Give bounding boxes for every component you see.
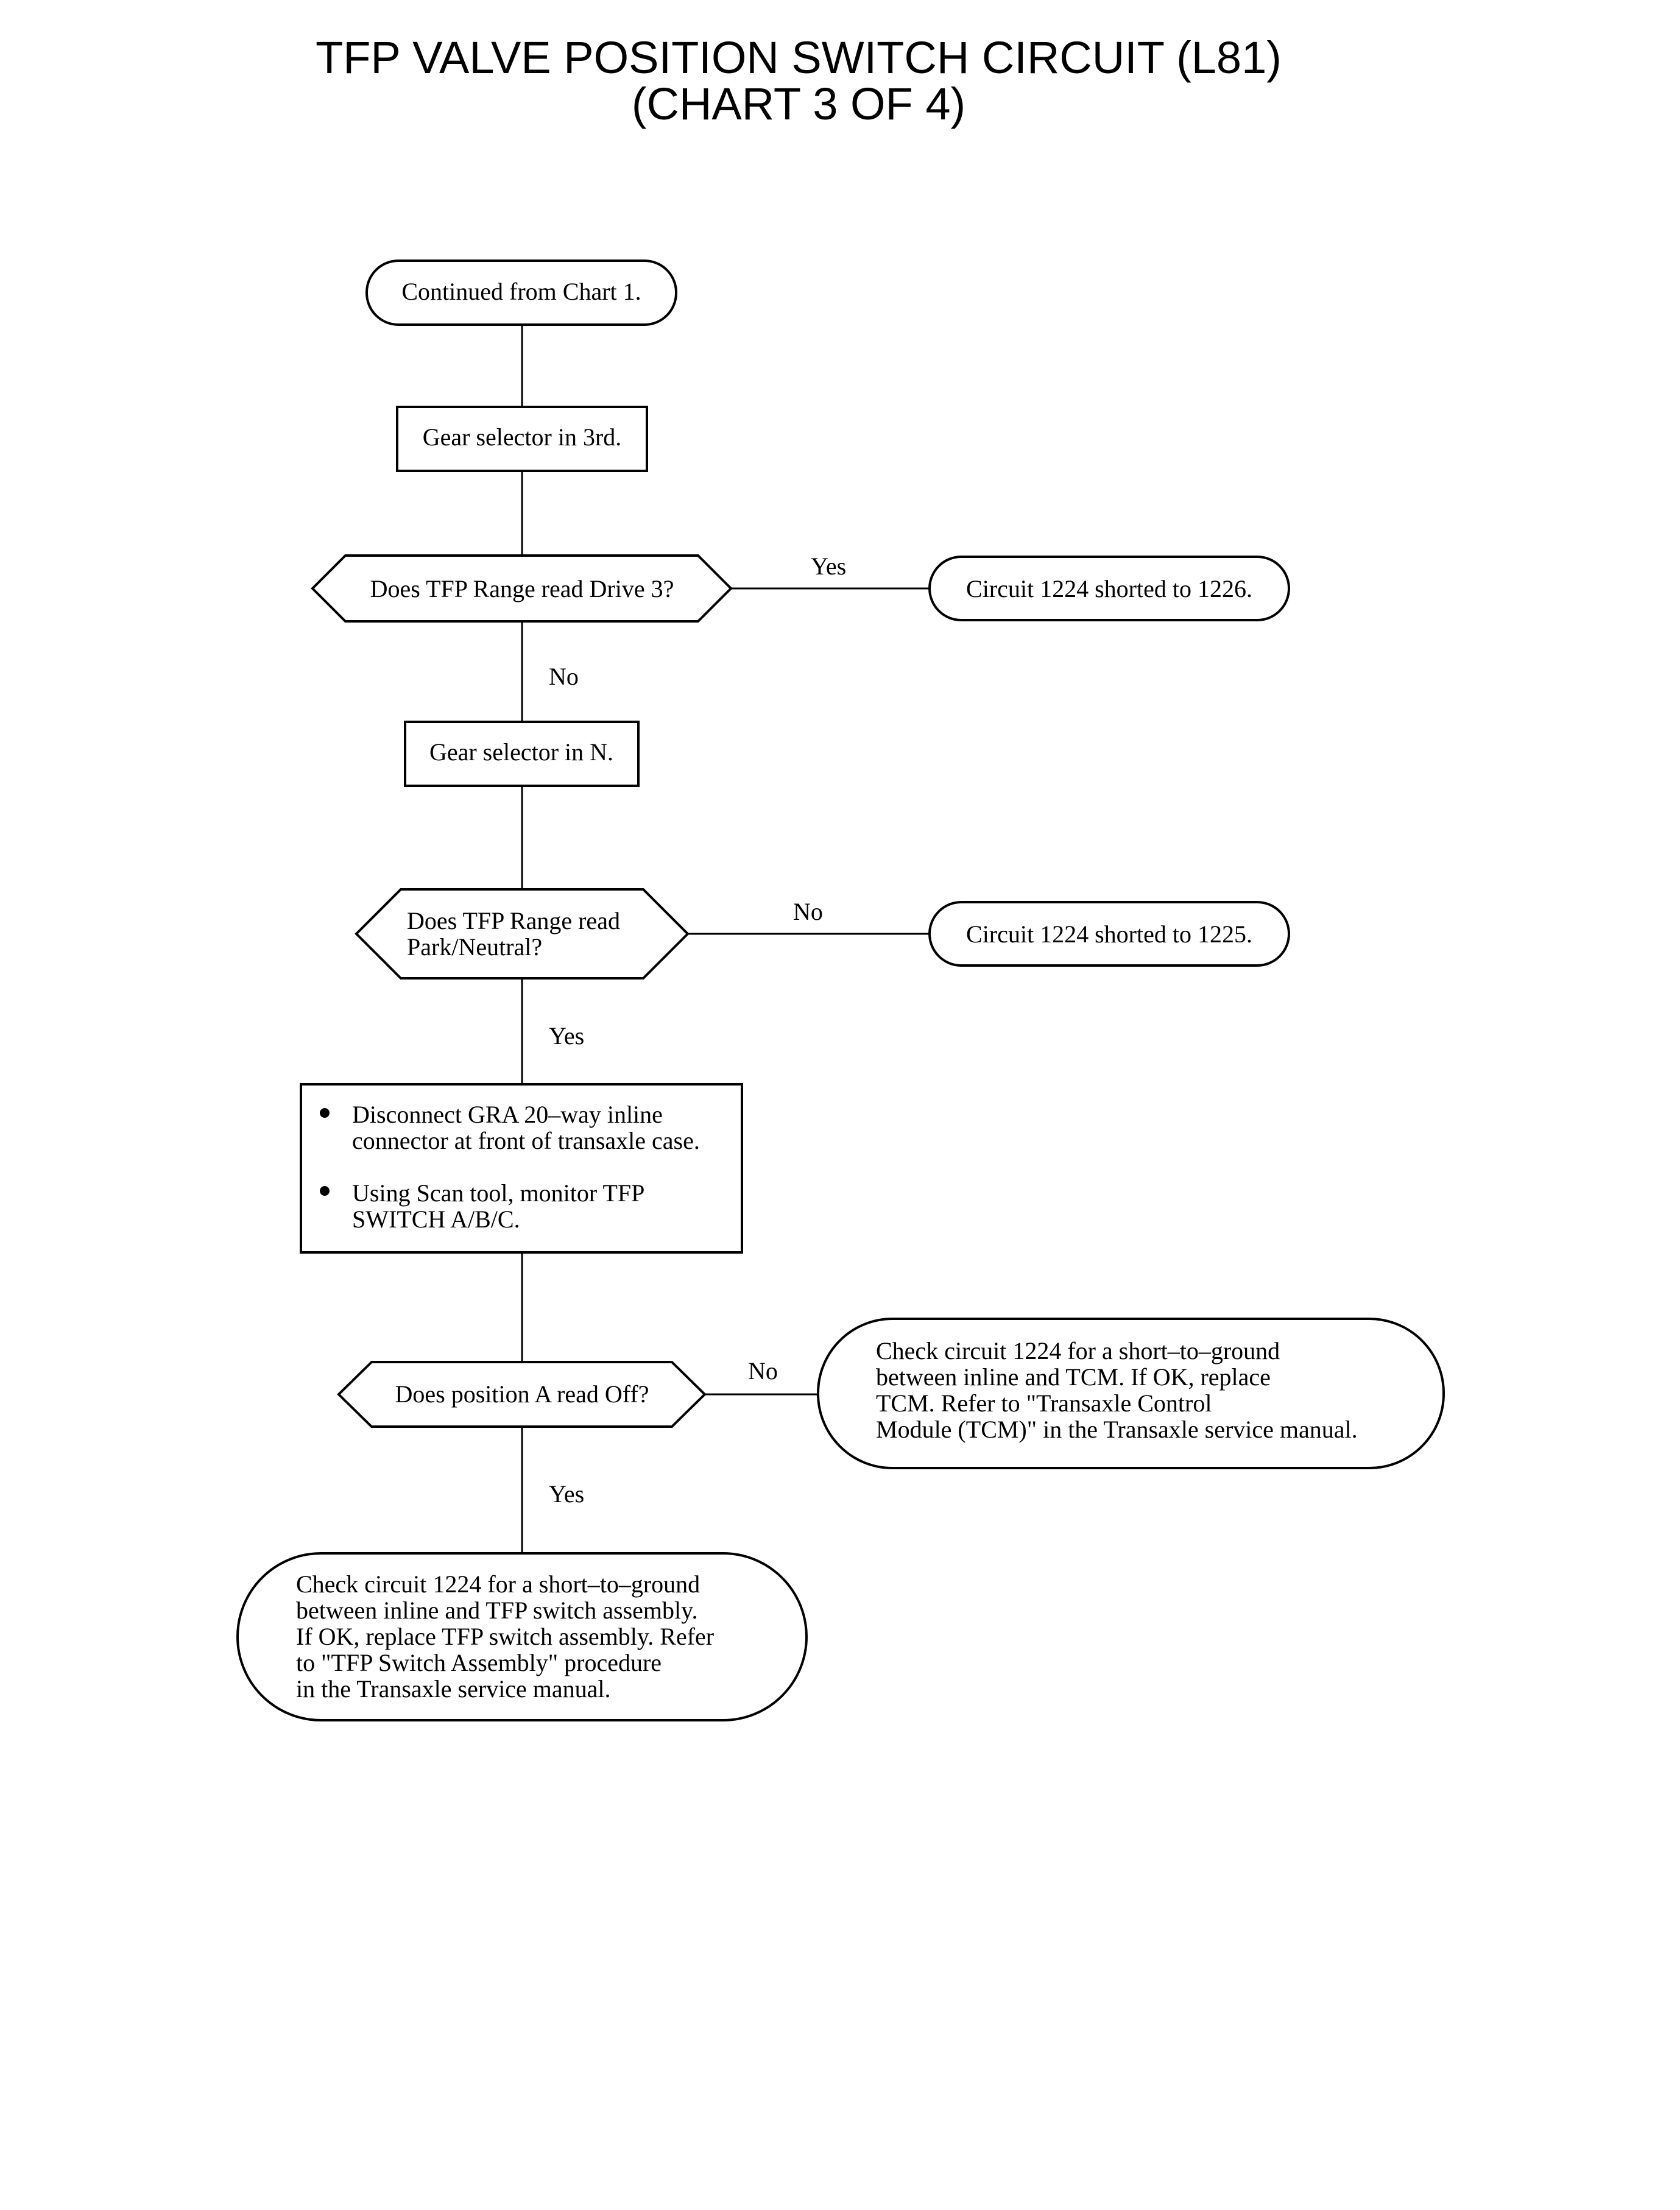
steps-box: Disconnect GRA 20–way inline connector a…	[300, 1083, 743, 1254]
posA-decision-text: Does position A read Off?	[395, 1380, 649, 1408]
result-switch-line4: to "TFP Switch Assembly" procedure	[296, 1649, 662, 1676]
result-switch-assembly: Check circuit 1224 for a short–to–ground…	[236, 1552, 808, 1721]
park-decision-line2: Park/Neutral?	[407, 933, 542, 961]
gear3-box: Gear selector in 3rd.	[396, 406, 648, 472]
steps-bullet1-line2: connector at front of transaxle case.	[352, 1127, 700, 1154]
result-tcm-line4: Module (TCM)" in the Transaxle service m…	[876, 1416, 1358, 1443]
steps-bullet2-line2: SWITCH A/B/C.	[352, 1206, 520, 1233]
bullet-icon	[320, 1186, 330, 1196]
connectors	[521, 325, 930, 1553]
result-1225: Circuit 1224 shorted to 1225.	[928, 901, 1290, 967]
gear3-box-text: Gear selector in 3rd.	[423, 423, 622, 451]
park-decision-line1: Does TFP Range read	[407, 907, 620, 934]
result-tcm-line2: between inline and TCM. If OK, replace	[876, 1363, 1271, 1391]
edge-label-drive3-yes: Yes	[811, 552, 846, 580]
drive3-decision-text: Does TFP Range read Drive 3?	[370, 575, 674, 602]
edge-label-park-yes: Yes	[549, 1022, 584, 1050]
steps-bullet1-line1: Disconnect GRA 20–way inline	[352, 1101, 663, 1128]
edge-label-park-no: No	[793, 898, 823, 925]
start-node: Continued from Chart 1.	[365, 259, 677, 326]
edge-label-posA-yes: Yes	[549, 1480, 584, 1508]
result-switch-line2: between inline and TFP switch assembly.	[296, 1597, 698, 1624]
result-tcm-line3: TCM. Refer to "Transaxle Control	[876, 1389, 1212, 1417]
result-1226: Circuit 1224 shorted to 1226.	[928, 556, 1290, 621]
result-1225-text: Circuit 1224 shorted to 1225.	[966, 920, 1252, 948]
result-tcm-line1: Check circuit 1224 for a short–to–ground	[876, 1337, 1280, 1364]
result-1226-text: Circuit 1224 shorted to 1226.	[966, 575, 1252, 602]
steps-bullet2-line1: Using Scan tool, monitor TFP	[352, 1179, 644, 1207]
drive3-decision: Does TFP Range read Drive 3?	[311, 554, 733, 623]
edge-label-drive3-no: No	[549, 663, 579, 690]
chart-title: TFP VALVE POSITION SWITCH CIRCUIT (L81)	[316, 32, 1282, 83]
result-switch-line5: in the Transaxle service manual.	[296, 1675, 611, 1703]
result-switch-line3: If OK, replace TFP switch assembly. Refe…	[296, 1623, 714, 1650]
gearN-box-text: Gear selector in N.	[429, 738, 613, 766]
start-node-text: Continued from Chart 1.	[401, 278, 641, 305]
posA-decision: Does position A read Off?	[337, 1361, 707, 1428]
result-tcm: Check circuit 1224 for a short–to–ground…	[817, 1318, 1445, 1469]
gearN-box: Gear selector in N.	[404, 721, 640, 787]
park-decision: Does TFP Range read Park/Neutral?	[355, 888, 690, 980]
result-switch-line1: Check circuit 1224 for a short–to–ground	[296, 1570, 700, 1598]
chart-subtitle: (CHART 3 OF 4)	[631, 79, 966, 129]
edge-label-posA-no: No	[748, 1357, 778, 1385]
bullet-icon	[320, 1108, 330, 1118]
